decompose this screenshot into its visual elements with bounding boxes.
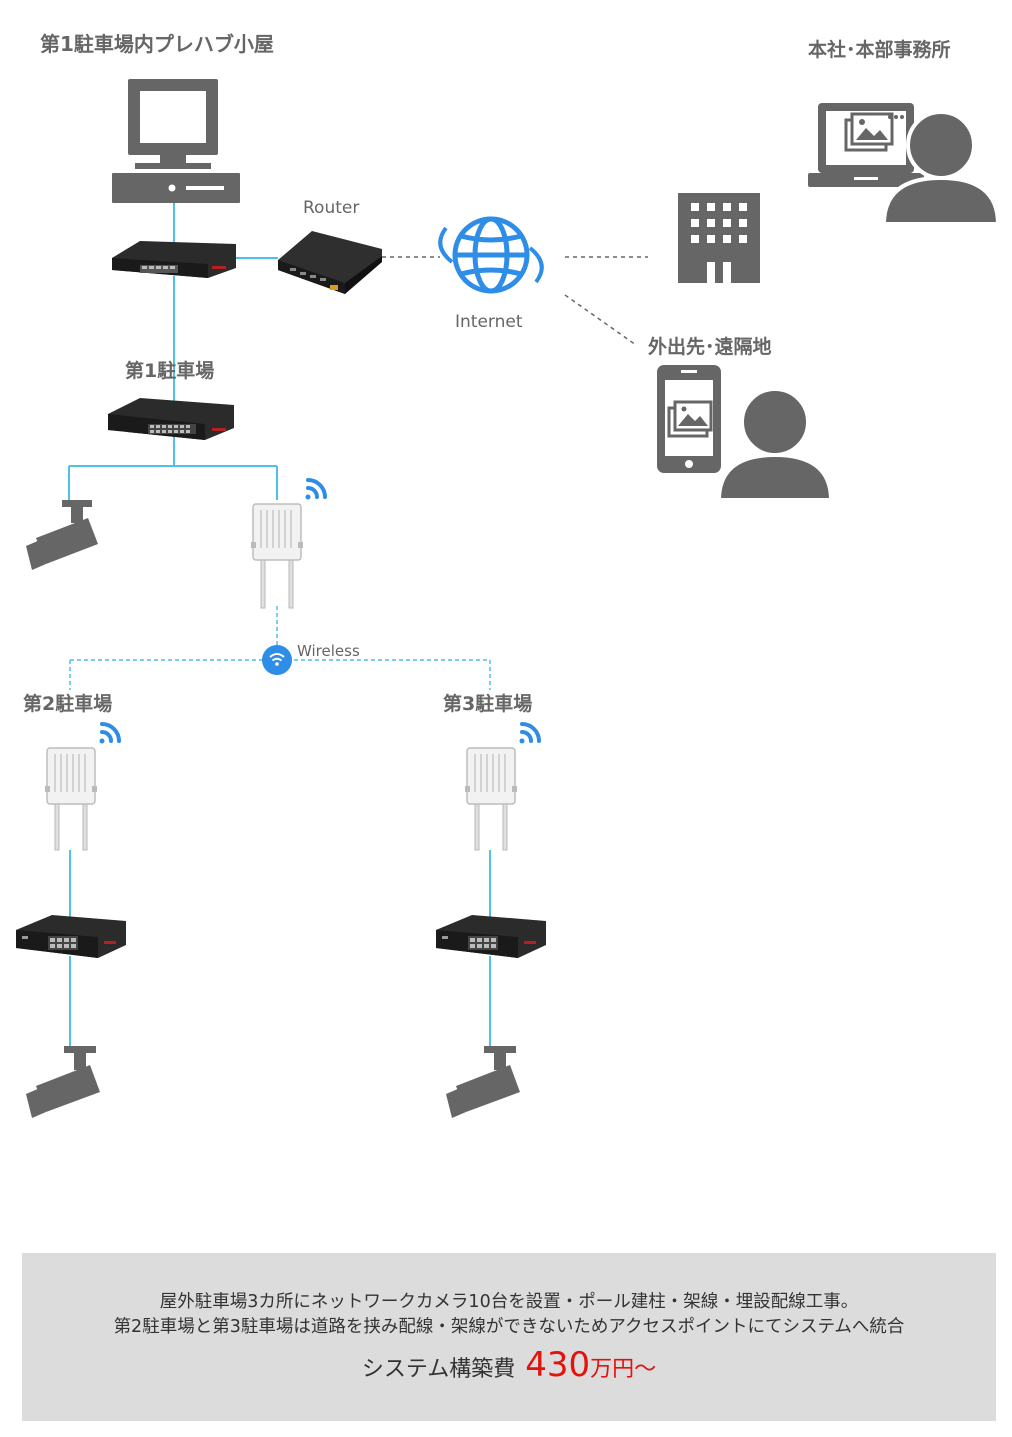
price-value: 430 — [525, 1345, 591, 1385]
camera-lot1-icon — [26, 500, 98, 570]
site-title: 第1駐車場内プレハブ小屋 — [40, 32, 274, 56]
router-label: Router — [303, 198, 360, 218]
wireless-badge-icon — [262, 645, 292, 675]
price-unit: 万円～ — [590, 1357, 657, 1382]
router-icon — [278, 231, 382, 294]
wifi-signal-lot2-icon — [99, 722, 121, 744]
lot2-label: 第2駐車場 — [23, 693, 113, 715]
summary-line-2: 第2駐車場と第3駐車場は道路を挟み配線・架線ができないためアクセスポイントにてシ… — [113, 1317, 905, 1337]
cables — [68, 203, 491, 1046]
wifi-signal-lot1-icon — [305, 478, 327, 500]
switch-lot1-icon — [108, 398, 234, 440]
camera-lot3-icon — [446, 1046, 520, 1118]
building-icon — [678, 193, 760, 283]
hq-person-icon — [881, 110, 1001, 226]
internet-label: Internet — [455, 312, 523, 332]
remote-person-icon — [716, 387, 834, 502]
hq-laptop-icon — [808, 103, 924, 187]
remote-label: 外出先･遠隔地 — [648, 336, 772, 358]
internet-globe-icon — [438, 216, 544, 294]
lot3-label: 第3駐車場 — [443, 693, 533, 715]
hq-label: 本社･本部事務所 — [808, 39, 951, 61]
pc-icon — [112, 79, 240, 203]
switch-lot2-icon — [16, 915, 126, 958]
camera-lot2-icon — [26, 1046, 100, 1118]
switch-hut-icon — [112, 241, 236, 278]
smartphone-icon — [657, 365, 721, 473]
lot1-label: 第1駐車場 — [125, 360, 215, 382]
switch-lot3-icon — [436, 915, 546, 958]
summary-panel: 屋外駐車場3カ所にネットワークカメラ10台を設置・ポール建柱・架線・埋設配線工事… — [22, 1253, 996, 1421]
internet-links — [382, 256, 648, 346]
access-point-lot1-icon — [251, 503, 303, 609]
price-row: システム構築費 430万円～ — [22, 1345, 996, 1385]
summary-line-1: 屋外駐車場3カ所にネットワークカメラ10台を設置・ポール建柱・架線・埋設配線工事… — [159, 1292, 859, 1312]
price-label: システム構築費 — [361, 1357, 516, 1382]
wifi-signal-lot3-icon — [519, 722, 541, 744]
wireless-label: Wireless — [297, 642, 360, 660]
access-point-lot3-icon — [465, 747, 517, 851]
access-point-lot2-icon — [45, 747, 97, 851]
